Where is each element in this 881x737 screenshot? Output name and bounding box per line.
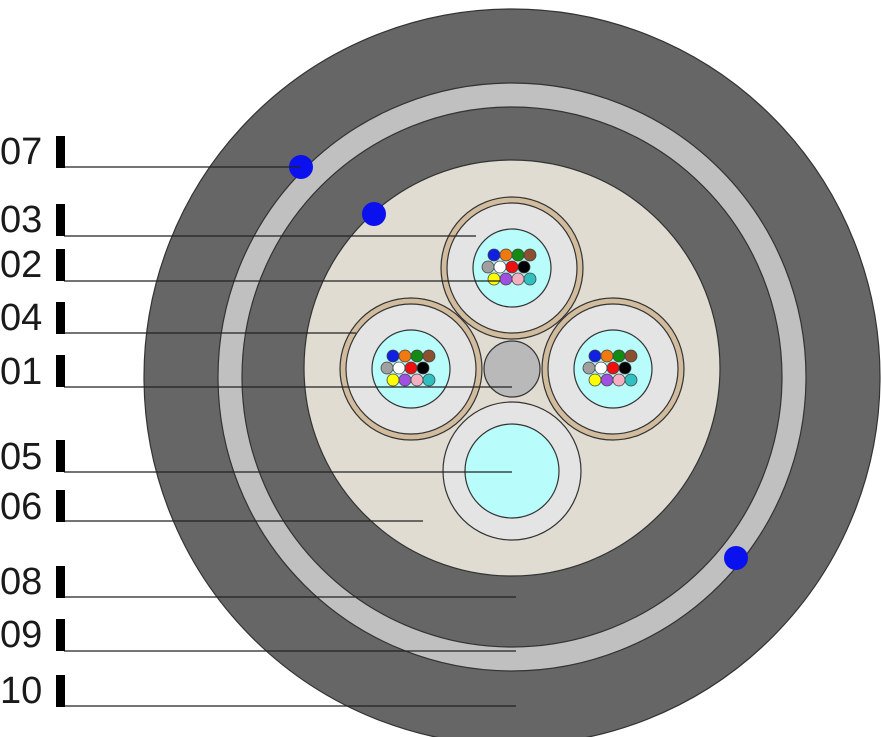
fiber-7 (505, 260, 519, 274)
label-09: 09 (0, 614, 42, 656)
fiber-1 (487, 248, 501, 262)
label-01: 01 (0, 351, 42, 393)
fiber-6 (493, 260, 507, 274)
fiber-tube-right (541, 297, 685, 441)
fiber-3 (612, 349, 626, 363)
large-tube-bottom (442, 401, 582, 541)
fiber-8 (416, 361, 430, 375)
fiber-9 (487, 272, 501, 286)
fiber-3 (410, 349, 424, 363)
label-07: 07 (0, 131, 42, 173)
label-08: 08 (0, 561, 42, 603)
fiber-4 (624, 349, 638, 363)
fiber-5 (481, 260, 495, 274)
label-04: 04 (0, 297, 42, 339)
fiber-1 (588, 349, 602, 363)
fiber-12 (523, 272, 537, 286)
fiber-4 (523, 248, 537, 262)
label-10: 10 (0, 670, 42, 712)
fiber-1 (386, 349, 400, 363)
fiber-tube-left (339, 297, 483, 441)
fiber-10 (600, 373, 614, 387)
fiber-12 (422, 373, 436, 387)
fiber-3 (511, 248, 525, 262)
fiber-11 (511, 272, 525, 286)
fiber-11 (612, 373, 626, 387)
fiber-6 (392, 361, 406, 375)
fiber-7 (606, 361, 620, 375)
fiber-10 (398, 373, 412, 387)
leader-lines (64, 166, 516, 707)
fiber-9 (386, 373, 400, 387)
ripcord-dot-sheath (362, 202, 386, 226)
label-05: 05 (0, 436, 42, 478)
central-strength-member (483, 340, 541, 398)
fiber-2 (600, 349, 614, 363)
fiber-tube-top (440, 196, 584, 340)
fiber-2 (499, 248, 513, 262)
label-02: 02 (0, 244, 42, 286)
fiber-5 (380, 361, 394, 375)
fiber-6 (594, 361, 608, 375)
fiber-11 (410, 373, 424, 387)
fiber-9 (588, 373, 602, 387)
fiber-8 (618, 361, 632, 375)
fiber-7 (404, 361, 418, 375)
label-ticks (56, 136, 65, 707)
fiber-2 (398, 349, 412, 363)
fiber-8 (517, 260, 531, 274)
ripcord-dot-armor-lower (724, 546, 748, 570)
label-06: 06 (0, 486, 42, 528)
fiber-5 (582, 361, 596, 375)
fiber-4 (422, 349, 436, 363)
label-03: 03 (0, 199, 42, 241)
fiber-10 (499, 272, 513, 286)
fiber-12 (624, 373, 638, 387)
